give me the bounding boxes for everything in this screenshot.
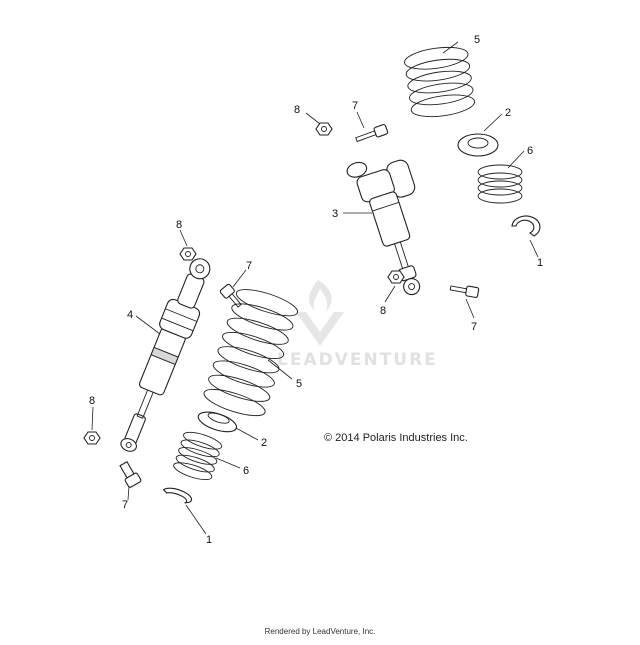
callout-5: 5 bbox=[474, 34, 480, 46]
retaining-clip-left bbox=[162, 487, 193, 504]
copyright-notice: © 2014 Polaris Industries Inc. bbox=[324, 432, 468, 444]
front-shock bbox=[120, 258, 211, 452]
retaining-clip-right bbox=[511, 215, 541, 237]
bolt-left-top bbox=[219, 283, 242, 308]
callout-7: 7 bbox=[471, 321, 477, 333]
callout-7: 7 bbox=[122, 499, 128, 511]
callout-2: 2 bbox=[505, 107, 511, 119]
callout-6: 6 bbox=[243, 465, 249, 477]
callout-7: 7 bbox=[352, 100, 358, 112]
leader-lines bbox=[91, 41, 539, 535]
bolt-right-bottom bbox=[449, 285, 480, 298]
callout-8: 8 bbox=[294, 104, 300, 116]
watermark-text: LEADVENTURE bbox=[277, 350, 438, 370]
large-coil-spring-left bbox=[203, 289, 299, 417]
large-coil-spring-right bbox=[404, 46, 476, 118]
callout-7: 7 bbox=[246, 260, 252, 272]
bolt-left-bottom bbox=[119, 460, 142, 488]
bolt-right-top bbox=[355, 123, 389, 143]
nut-right-bottom bbox=[387, 270, 405, 284]
callout-6: 6 bbox=[527, 145, 533, 157]
footer-credit: Rendered by LeadVenture, Inc. bbox=[264, 627, 376, 636]
spring-seat-left bbox=[197, 411, 238, 433]
nut-left-top bbox=[179, 247, 197, 261]
callout-1: 1 bbox=[206, 534, 212, 546]
nut-left-bottom bbox=[83, 431, 101, 445]
small-coil-spring-left bbox=[173, 431, 223, 481]
callout-4: 4 bbox=[127, 309, 133, 321]
callout-labels: 5 2 6 1 3 8 7 8 7 8 7 4 5 2 6 1 8 7 bbox=[89, 34, 543, 546]
nut-right-top bbox=[315, 122, 333, 136]
callout-8: 8 bbox=[380, 305, 386, 317]
spring-seat-right bbox=[457, 133, 499, 157]
callout-8: 8 bbox=[176, 219, 182, 231]
watermark: LEADVENTURE bbox=[277, 280, 438, 370]
callout-1: 1 bbox=[537, 257, 543, 269]
callout-2: 2 bbox=[261, 437, 267, 449]
leadventure-flame-logo-icon bbox=[296, 280, 344, 346]
callout-5: 5 bbox=[296, 378, 302, 390]
rear-shock bbox=[346, 159, 421, 296]
small-coil-spring-right bbox=[477, 164, 523, 204]
callout-3: 3 bbox=[332, 208, 338, 220]
callout-8: 8 bbox=[89, 395, 95, 407]
